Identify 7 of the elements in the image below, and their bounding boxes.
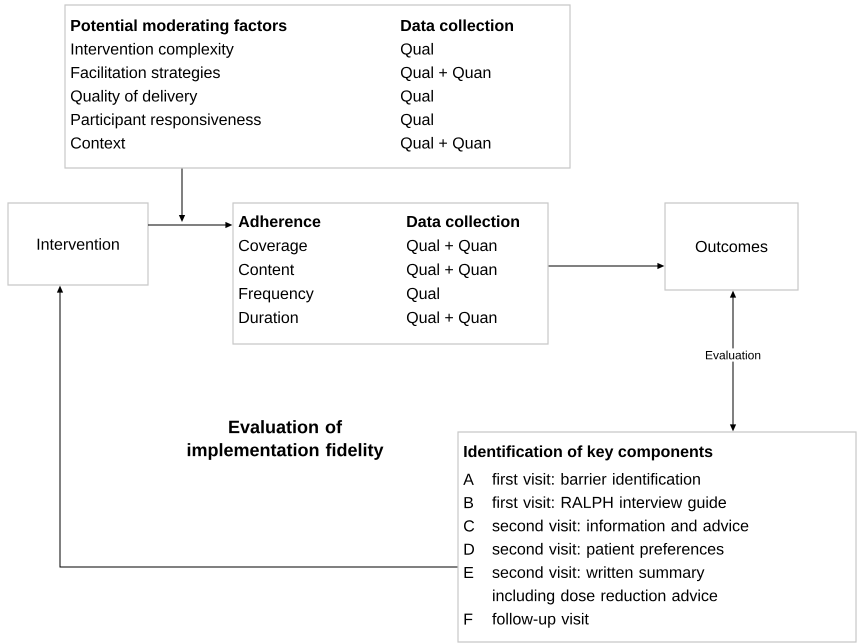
process-box: Outcomes: [664, 202, 799, 291]
evaluation-text: Evaluation: [706, 350, 760, 360]
components-list-box: Identification of key components A first visit: barrier identification B first visit: RALPH interview guide C second visit: information and advice D second visit: patient preferences E second visit: written summary including dose reduction advice F follow-up visit: [457, 431, 857, 643]
adherence-table-box: Adherence Data collection Coverage Qual + Quan Content Qual + Quan Frequency Qual Duration Qual + Quan: [232, 202, 549, 345]
process-box: Intervention: [7, 202, 149, 286]
heading-text: Evaluation of implementation fidelity: [188, 420, 384, 460]
factors-table-box: Potential moderating factors Data collection Intervention complexity Qual Facilitation strategies Qual + Quan Quality of delivery Qual Participant responsiveness Qual Context Qual + Quan: [64, 4, 571, 169]
